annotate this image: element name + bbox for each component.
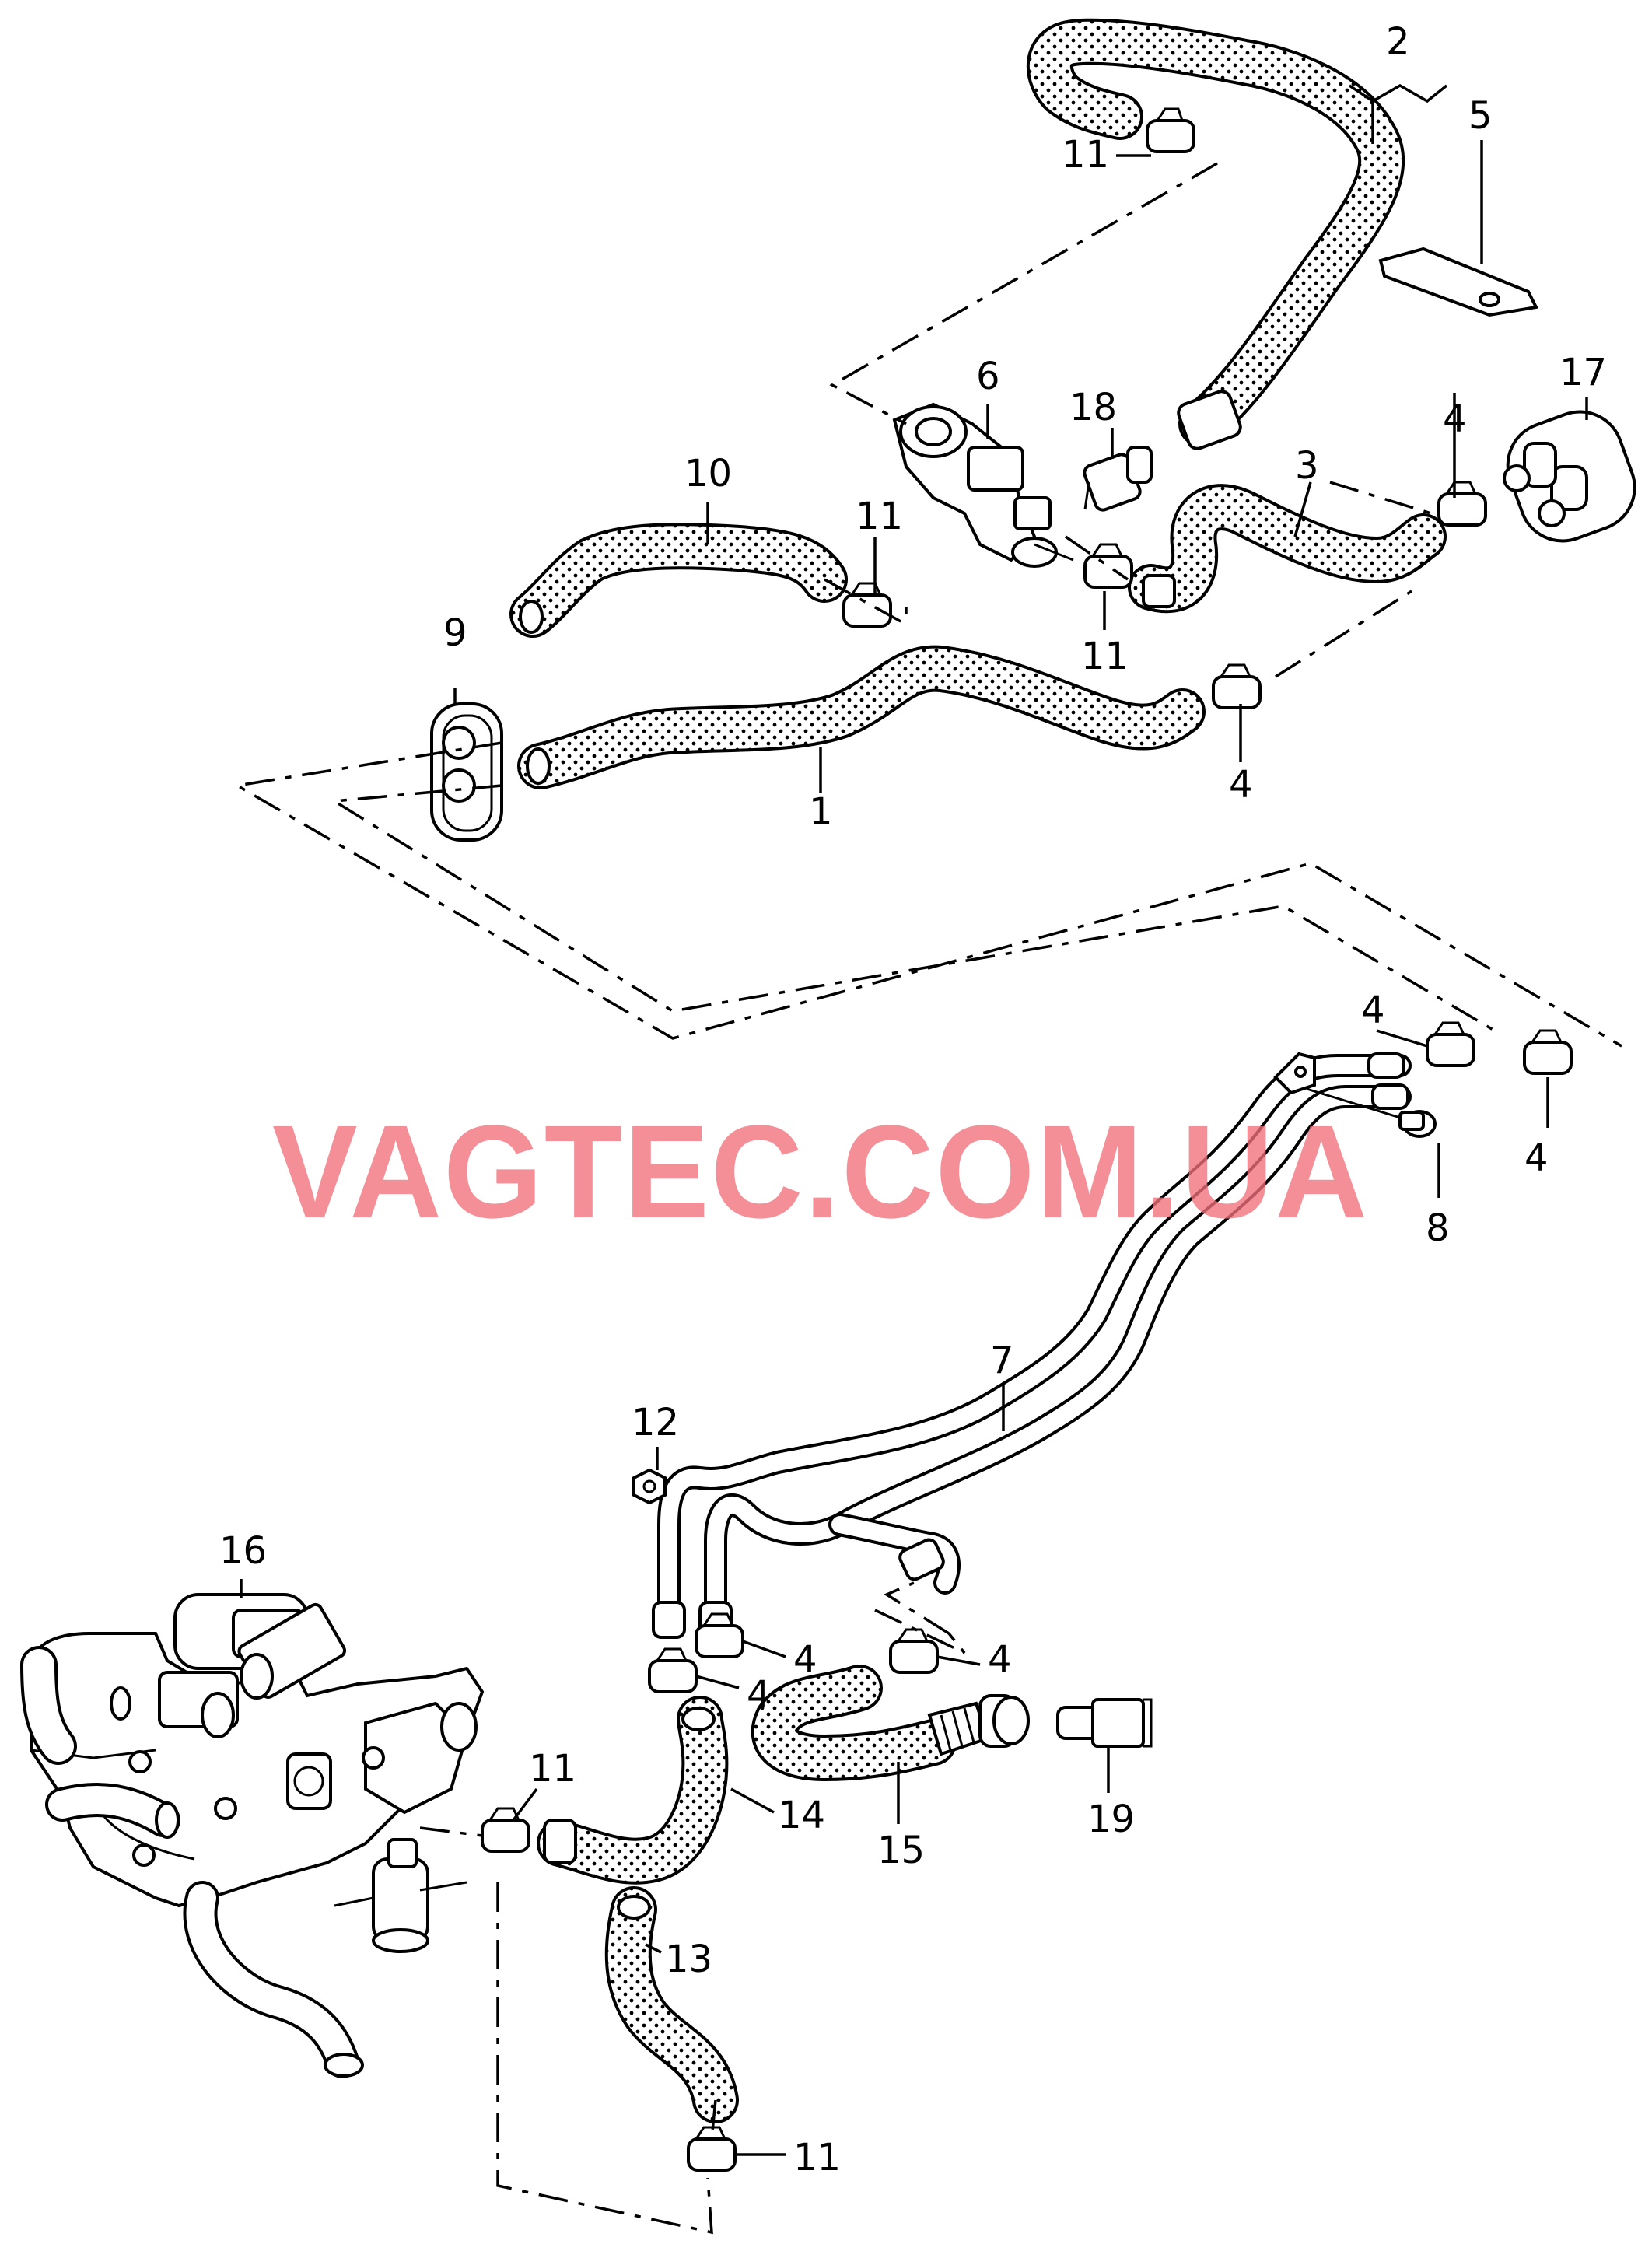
callout-11: 11 bbox=[1062, 133, 1109, 177]
callout-3: 3 bbox=[1295, 444, 1319, 488]
clamp-11-right bbox=[1083, 543, 1133, 589]
callout-6: 6 bbox=[976, 355, 1000, 398]
callout-4: 4 bbox=[1229, 763, 1253, 807]
dash-line-top-8 bbox=[1065, 535, 1129, 581]
bolt-8 bbox=[1306, 1087, 1437, 1138]
connector-19 bbox=[1056, 1698, 1153, 1748]
hose-14 bbox=[537, 1696, 729, 1885]
clamp-4-lower-c bbox=[889, 1628, 939, 1674]
clamp-11-top bbox=[1146, 107, 1195, 153]
callout-10: 10 bbox=[684, 452, 732, 495]
callout-12: 12 bbox=[632, 1401, 679, 1444]
callout-7: 7 bbox=[990, 1339, 1014, 1382]
callout-4: 4 bbox=[747, 1673, 771, 1717]
dash-line-top-7 bbox=[824, 578, 903, 624]
hose-2 bbox=[1026, 18, 1405, 447]
connector-18 bbox=[1083, 446, 1153, 512]
callout-17: 17 bbox=[1559, 351, 1607, 394]
clamp-4-right-a bbox=[1426, 1021, 1475, 1067]
nut-12 bbox=[632, 1468, 667, 1505]
callout-4: 4 bbox=[1443, 397, 1467, 441]
clamp-11-lower-left bbox=[481, 1807, 530, 1853]
callout-5: 5 bbox=[1468, 94, 1493, 138]
dash-line-lower-4 bbox=[496, 1882, 713, 2235]
dash-line-top-1 bbox=[829, 162, 1218, 425]
valve-6 bbox=[892, 402, 1074, 568]
hose-13 bbox=[604, 1886, 739, 2123]
dash-line-top-6 bbox=[330, 784, 1502, 1036]
callout-16: 16 bbox=[219, 1529, 267, 1573]
clip-5 bbox=[1378, 247, 1538, 317]
hose-15 bbox=[751, 1665, 1030, 1781]
clamp-11-mid bbox=[842, 582, 892, 628]
pipe-7 bbox=[652, 1052, 1412, 1639]
hose-1 bbox=[517, 645, 1206, 789]
callout-18: 18 bbox=[1069, 386, 1117, 429]
callout-4: 4 bbox=[1524, 1136, 1549, 1180]
clamp-11-bottom bbox=[687, 2126, 737, 2172]
connector-near-valve bbox=[1142, 390, 1242, 608]
clamp-4-right-b bbox=[1523, 1029, 1573, 1075]
dash-line-lower-2 bbox=[884, 1581, 950, 1635]
dash-line-lower-1 bbox=[874, 1609, 966, 1654]
grommet-9 bbox=[430, 702, 503, 842]
heater-unit-16 bbox=[20, 1593, 485, 2078]
clamp-4-top-right bbox=[1437, 481, 1487, 527]
clamp-4-hose-1 bbox=[1212, 663, 1262, 709]
flange-17 bbox=[1503, 410, 1636, 543]
callout-4: 4 bbox=[793, 1638, 817, 1682]
callout-4: 4 bbox=[1361, 989, 1385, 1032]
callout-15: 15 bbox=[877, 1829, 925, 1872]
dash-line-lower-5 bbox=[710, 2099, 717, 2140]
callout-11: 11 bbox=[793, 2136, 841, 2179]
callout-11: 11 bbox=[1081, 635, 1129, 678]
dash-line-top-3 bbox=[1275, 590, 1412, 678]
hose-3 bbox=[1128, 484, 1447, 614]
callout-1: 1 bbox=[809, 790, 833, 834]
clamp-4-lower-a bbox=[695, 1612, 744, 1658]
callout-4: 4 bbox=[988, 1638, 1012, 1682]
callout-9: 9 bbox=[443, 611, 467, 655]
callout-2: 2 bbox=[1386, 20, 1410, 64]
callout-11: 11 bbox=[529, 1747, 576, 1791]
callout-13: 13 bbox=[665, 1938, 712, 1981]
dash-line-lower-3 bbox=[419, 1826, 483, 1837]
dash-line-top-4 bbox=[1329, 481, 1432, 515]
callout-14: 14 bbox=[778, 1794, 825, 1837]
leader-lines bbox=[240, 83, 1588, 2156]
callout-11: 11 bbox=[856, 495, 903, 538]
hose-end-caps bbox=[519, 600, 551, 785]
watermark: VAGTEC.COM.UA bbox=[272, 1098, 1369, 1246]
clamp-4-lower-b bbox=[648, 1647, 698, 1693]
dash-line-top-5 bbox=[233, 741, 1622, 1048]
callout-8: 8 bbox=[1426, 1206, 1450, 1250]
hose-10 bbox=[509, 523, 848, 638]
callout-19: 19 bbox=[1087, 1798, 1135, 1841]
